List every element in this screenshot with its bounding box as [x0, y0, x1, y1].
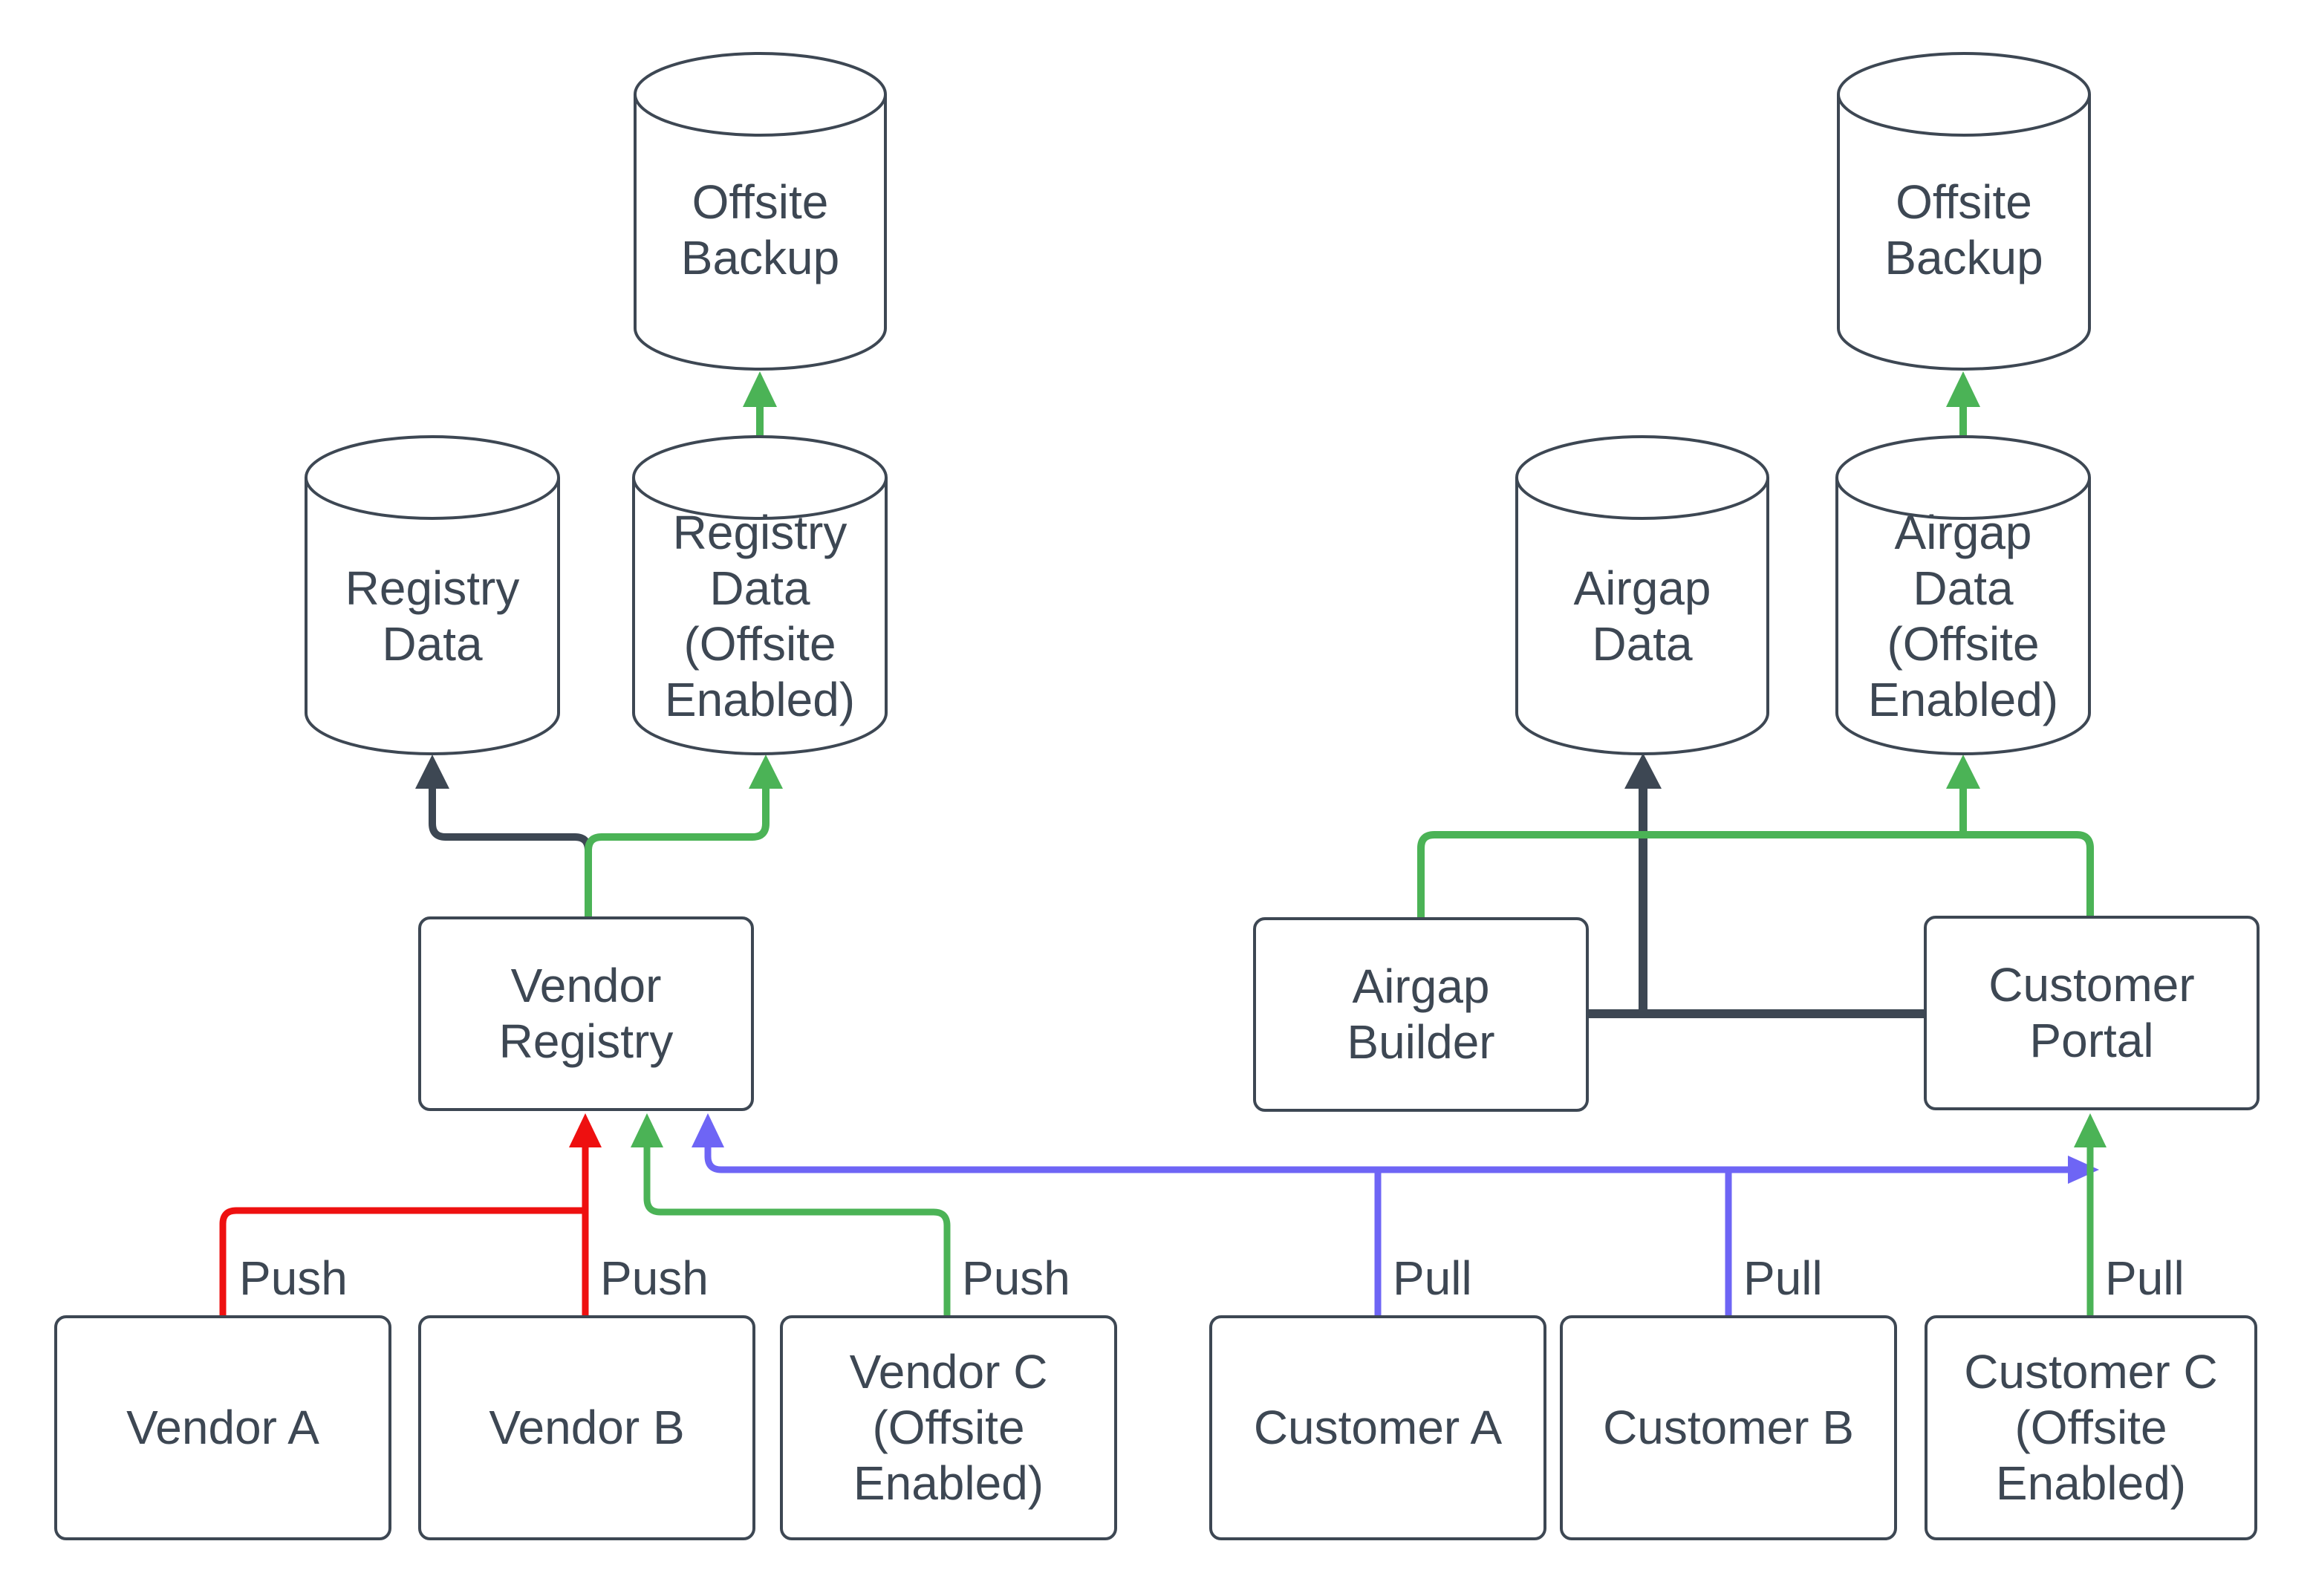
node-airgap-builder	[1253, 917, 1589, 1112]
node-airgap-data	[1515, 435, 1769, 755]
node-registry-data-offsite	[632, 435, 888, 755]
arrowhead-pull-vendor-registry	[692, 1113, 724, 1147]
node-customer-b	[1560, 1315, 1897, 1540]
node-vendor-a	[54, 1315, 391, 1540]
arrowhead-airgap-data	[1624, 753, 1662, 789]
arrowhead-registry-data-offsite	[749, 755, 783, 789]
node-airgap-data-offsite	[1835, 435, 2091, 755]
node-vendor-b	[418, 1315, 755, 1540]
edge-vendor-registry-to-registry-data	[429, 789, 592, 918]
node-vendor-registry	[418, 916, 754, 1111]
node-registry-data	[305, 435, 560, 755]
node-offsite-backup-right	[1837, 52, 2091, 371]
node-vendor-c	[780, 1315, 1117, 1540]
edge-green-builder-portal-bus	[1417, 831, 2094, 919]
edge-vendor-registry-to-registry-data-offsite	[585, 789, 770, 918]
edge-vendor-a-push	[219, 1207, 585, 1317]
node-customer-portal	[1924, 916, 2260, 1110]
edge-pull-bus	[704, 1147, 2089, 1173]
edge-vendor-c-push	[643, 1147, 951, 1317]
arrowhead-push-offsite-vendor-registry	[631, 1113, 663, 1147]
arrowhead-offsite-backup-right	[1946, 371, 1980, 407]
node-customer-a	[1209, 1315, 1546, 1540]
arrowhead-registry-data	[415, 755, 449, 789]
node-offsite-backup-left	[634, 52, 887, 371]
arrowhead-push-vendor-registry	[569, 1113, 602, 1147]
node-customer-c	[1925, 1315, 2257, 1540]
arrowhead-pull-customer-portal	[2074, 1113, 2107, 1147]
arrowhead-offsite-backup-left	[743, 371, 777, 407]
arrowhead-airgap-data-offsite	[1946, 755, 1980, 789]
